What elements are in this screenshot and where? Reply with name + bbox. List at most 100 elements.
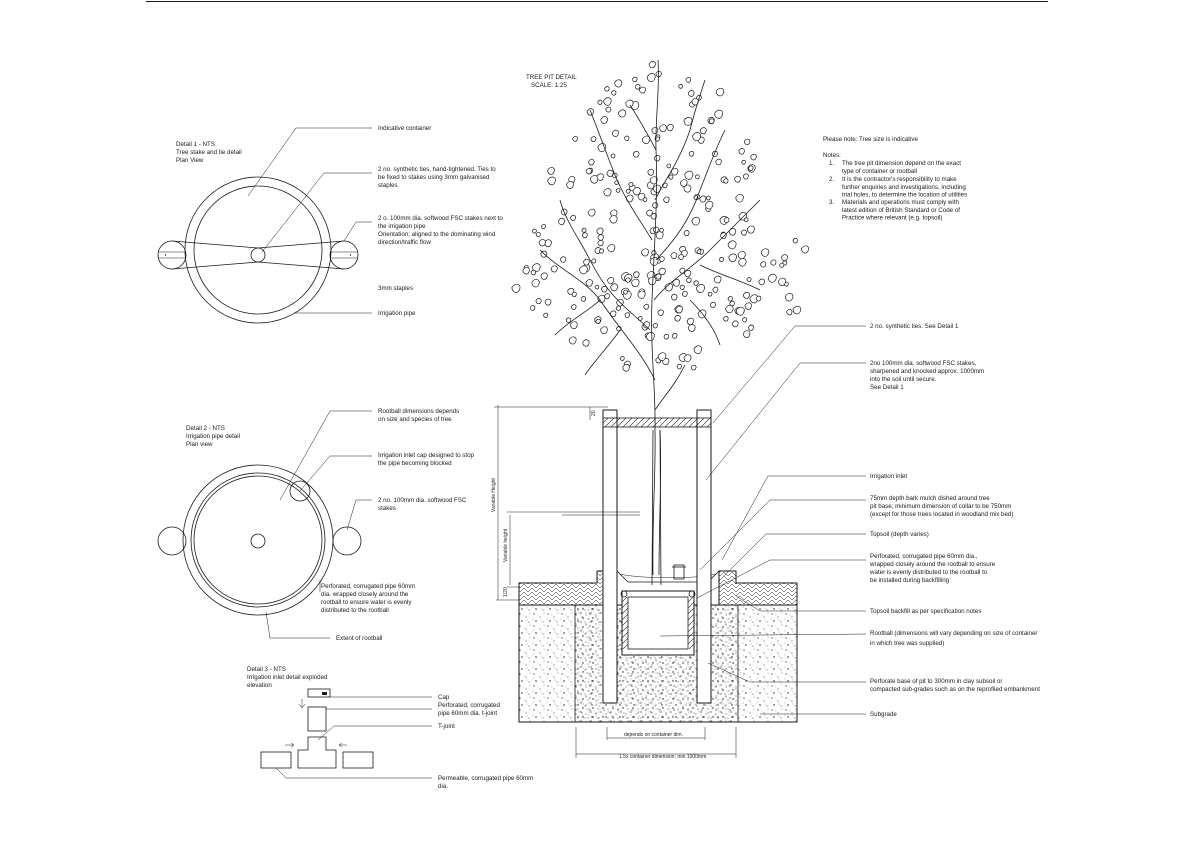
leaf-cluster bbox=[611, 90, 617, 96]
detail1-stake-right bbox=[329, 240, 359, 270]
leaf-cluster bbox=[723, 217, 730, 223]
leaf-cluster bbox=[597, 240, 604, 247]
leaf-cluster bbox=[678, 254, 684, 260]
leaf-cluster bbox=[654, 155, 661, 162]
leaf-cluster bbox=[541, 224, 547, 230]
leaf-cluster bbox=[746, 277, 752, 283]
leaf-cluster bbox=[587, 208, 596, 217]
detail1-leaders bbox=[247, 127, 372, 314]
leaf-cluster bbox=[704, 200, 714, 210]
leaf-cluster bbox=[603, 188, 612, 197]
leaf-cluster bbox=[683, 230, 690, 237]
leaf-cluster bbox=[647, 169, 655, 176]
leaf-cluster bbox=[570, 214, 576, 221]
leaf-cluster bbox=[604, 293, 610, 300]
leaf-cluster bbox=[651, 250, 657, 256]
svg-text:2 no. synthetic ties. See Deta: 2 no. synthetic ties. See Detail 1 bbox=[870, 323, 959, 330]
leaf-cluster bbox=[607, 244, 616, 253]
leaf-cluster bbox=[715, 87, 725, 97]
leaf-cluster bbox=[547, 167, 555, 175]
svg-text:T-joint: T-joint bbox=[438, 723, 455, 730]
perforated-pipe-left bbox=[620, 590, 628, 598]
svg-text:75mm depth bark mulch dished a: 75mm depth bark mulch dished around tree… bbox=[870, 495, 1013, 518]
leaf-cluster bbox=[720, 232, 727, 239]
leaf-cluster bbox=[655, 273, 662, 280]
detail2-pipe-ring-1 bbox=[190, 472, 326, 608]
leaf-cluster bbox=[741, 317, 748, 323]
topsoil-left bbox=[518, 570, 618, 606]
leaf-cluster bbox=[666, 163, 672, 169]
leaf-cluster bbox=[684, 170, 694, 180]
leaf-cluster bbox=[646, 73, 656, 82]
detail1-title-3: Plan View bbox=[176, 157, 204, 164]
leaf-cluster bbox=[714, 109, 724, 119]
leaf-cluster bbox=[699, 127, 707, 135]
leaf-cluster bbox=[681, 290, 688, 297]
detail2-trunk bbox=[250, 533, 266, 549]
stake-left bbox=[602, 409, 618, 704]
leaf-cluster bbox=[659, 227, 664, 233]
leaf-cluster bbox=[760, 261, 767, 268]
main-scale: SCALE: 1:25 bbox=[531, 82, 567, 89]
leaf-cluster bbox=[692, 132, 702, 142]
leaf-cluster bbox=[686, 277, 692, 283]
detail1-title-1: Detail 1 - NTS bbox=[176, 141, 215, 148]
leaf-cluster bbox=[598, 248, 604, 254]
leaf-cluster bbox=[750, 153, 757, 161]
leaf-cluster bbox=[618, 109, 627, 118]
section-dimensions bbox=[494, 405, 737, 758]
leaf-cluster bbox=[585, 168, 592, 175]
leaf-cluster bbox=[693, 345, 703, 354]
leaf-cluster bbox=[632, 151, 640, 158]
leaf-cluster bbox=[641, 135, 651, 144]
leaf-cluster bbox=[643, 303, 650, 310]
leaf-cluster bbox=[596, 227, 604, 235]
leaf-cluster bbox=[594, 284, 600, 290]
leaf-cluster bbox=[786, 309, 793, 316]
leaf-cluster bbox=[642, 197, 648, 202]
leaf-cluster bbox=[781, 254, 788, 261]
leaf-cluster bbox=[634, 84, 641, 90]
leaf-cluster bbox=[531, 228, 537, 234]
leaf-cluster bbox=[609, 215, 618, 224]
svg-text:Irrigation inlet cap designed: Irrigation inlet cap designed to stopthe… bbox=[378, 452, 475, 467]
leaf-cluster bbox=[735, 306, 745, 316]
leaf-cluster bbox=[565, 317, 572, 323]
leaf-cluster bbox=[784, 292, 794, 302]
leaf-cluster bbox=[601, 285, 608, 293]
svg-text:Irrigation inlet: Irrigation inlet bbox=[870, 473, 907, 480]
leaf-cluster bbox=[734, 175, 741, 183]
leaf-cluster bbox=[705, 195, 711, 201]
leaf-cluster bbox=[657, 352, 667, 361]
leaf-cluster bbox=[727, 240, 737, 250]
notes-heading: Notes: bbox=[823, 152, 841, 159]
detail1-labels: Indicative container 2 no. synthetic tie… bbox=[378, 125, 503, 317]
tree-branches bbox=[539, 59, 761, 576]
leaf-cluster bbox=[652, 323, 658, 329]
stake-right bbox=[696, 409, 712, 704]
detail3-leaders bbox=[275, 696, 432, 779]
leaf-cluster bbox=[696, 284, 706, 293]
leaf-cluster bbox=[650, 213, 657, 220]
svg-text:1/20: 1/20 bbox=[503, 587, 509, 597]
leaf-cluster bbox=[610, 209, 618, 217]
leaf-cluster bbox=[624, 135, 630, 141]
leaf-cluster bbox=[588, 159, 595, 166]
leaf-cluster bbox=[719, 257, 725, 263]
leaf-cluster bbox=[583, 258, 590, 266]
leaf-cluster bbox=[741, 159, 746, 165]
irrigation-inlet bbox=[673, 564, 685, 580]
detail1-title-2: Tree stake and tie detail bbox=[176, 149, 242, 156]
leaf-cluster bbox=[674, 315, 681, 322]
leaf-cluster bbox=[732, 320, 739, 328]
svg-text:2 o. 100mm dia. softwood FSC s: 2 o. 100mm dia. softwood FSC stakes next… bbox=[378, 215, 503, 246]
leaf-cluster bbox=[632, 187, 641, 196]
detail1-pit-outer bbox=[184, 176, 332, 324]
leaf-cluster bbox=[628, 182, 634, 187]
tree-canopy bbox=[511, 61, 810, 372]
leaf-cluster bbox=[547, 176, 556, 186]
